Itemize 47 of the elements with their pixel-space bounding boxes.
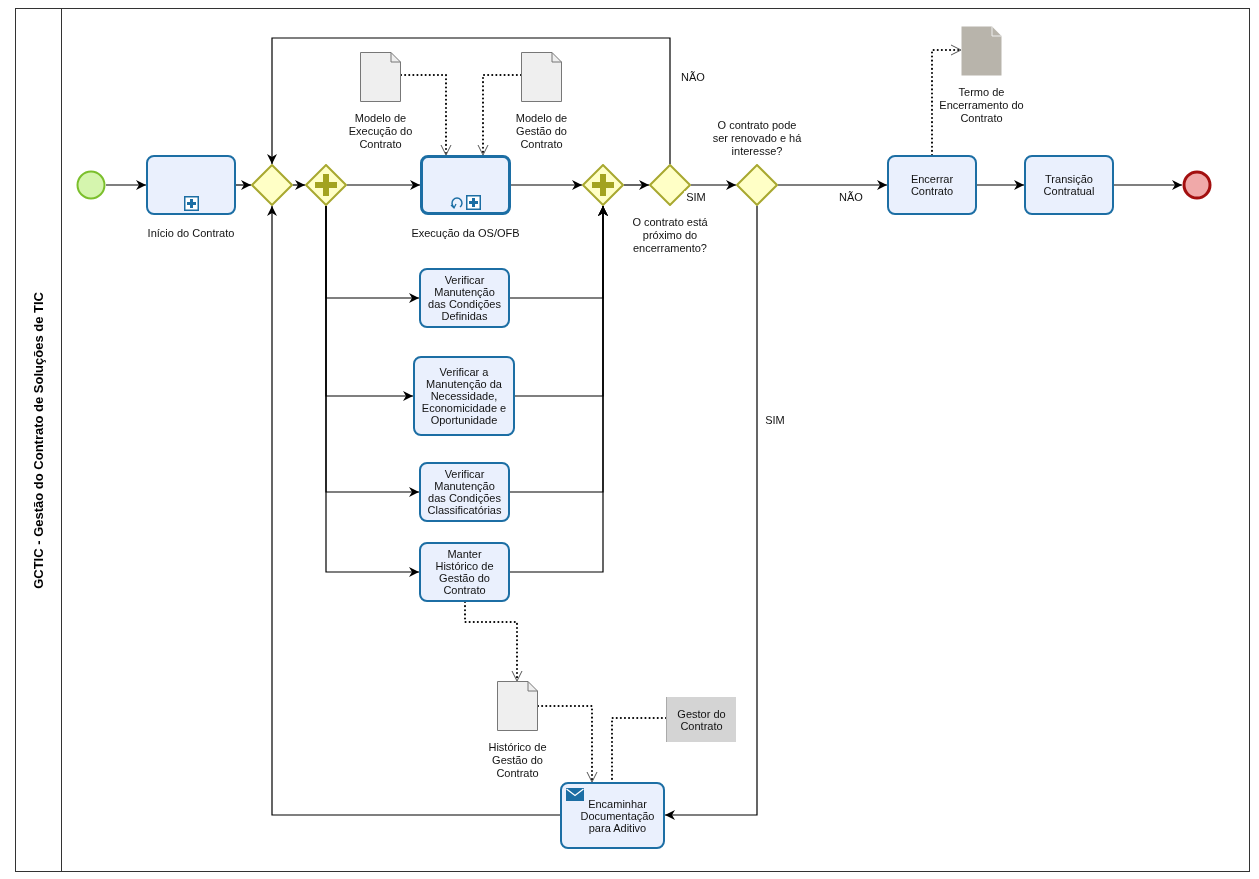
association-line <box>931 44 962 156</box>
task-box <box>419 542 510 602</box>
sequence-flow-arrow <box>325 205 420 577</box>
association-line <box>464 601 523 682</box>
task-box <box>413 356 515 436</box>
task-box <box>1024 155 1114 215</box>
task-label: Verificar Manutenção das Condições Classificatórias <box>426 468 503 516</box>
sequence-flow-arrow <box>623 180 650 190</box>
sequence-flow-arrow <box>267 37 671 165</box>
node-label: Modelo de Gestão do Contrato <box>514 112 569 151</box>
task-label: Transição Contratual <box>1042 173 1096 197</box>
node-label: Termo de Encerramento do Contrato <box>938 86 1025 125</box>
sequence-flow-arrow <box>664 205 758 820</box>
sequence-flow-arrow <box>510 180 583 190</box>
sequence-flow-arrow <box>292 180 306 190</box>
sequence-flow-arrow <box>267 205 561 816</box>
edge-label: SIM <box>684 191 708 203</box>
sequence-flow-arrow <box>235 180 252 190</box>
pool-title: GCTIC - Gestão do Contrato de Soluções de TIC <box>31 291 46 589</box>
task-box <box>887 155 977 215</box>
pool-lane <box>15 8 1250 872</box>
send-task-box <box>560 782 665 849</box>
node-label: O contrato pode ser renovado e há interesse? <box>712 119 802 158</box>
node-label: Histórico de Gestão do Contrato <box>487 741 548 780</box>
participant-box <box>666 697 736 742</box>
sequence-flow-arrow <box>777 180 888 190</box>
task-label: Encaminhar Documentação para Aditivo <box>579 797 656 834</box>
edge-label: NÃO <box>837 191 865 203</box>
task-label: Manter Histórico de Gestão do Contrato <box>434 548 495 596</box>
node-label: Execução da OS/OFB <box>411 227 520 240</box>
node-label: Modelo de Execução do Contrato <box>347 112 414 151</box>
sequence-flow-arrow <box>690 180 737 190</box>
sequence-flow-arrow <box>105 180 147 190</box>
task-label: Verificar Manutenção das Condições Definidas <box>427 274 502 322</box>
task-box <box>419 462 510 522</box>
sequence-flow-arrow <box>346 180 421 190</box>
sequence-flow-arrow <box>976 180 1025 190</box>
edge-label: NÃO <box>679 71 707 83</box>
task-label: Gestor do Contrato <box>676 707 727 732</box>
node-label: O contrato está próximo do encerramento? <box>631 216 709 255</box>
edge-label: SIM <box>763 414 787 426</box>
sequence-flow-arrow <box>509 205 608 573</box>
sequence-flow-arrow <box>1113 180 1183 190</box>
task-label: Encerrar Contrato <box>909 173 955 197</box>
task-box <box>419 268 510 328</box>
task-label: Verificar a Manutenção da Necessidade, Economicidade e Oportunidade <box>420 366 508 426</box>
node-label: Início do Contrato <box>147 227 235 240</box>
